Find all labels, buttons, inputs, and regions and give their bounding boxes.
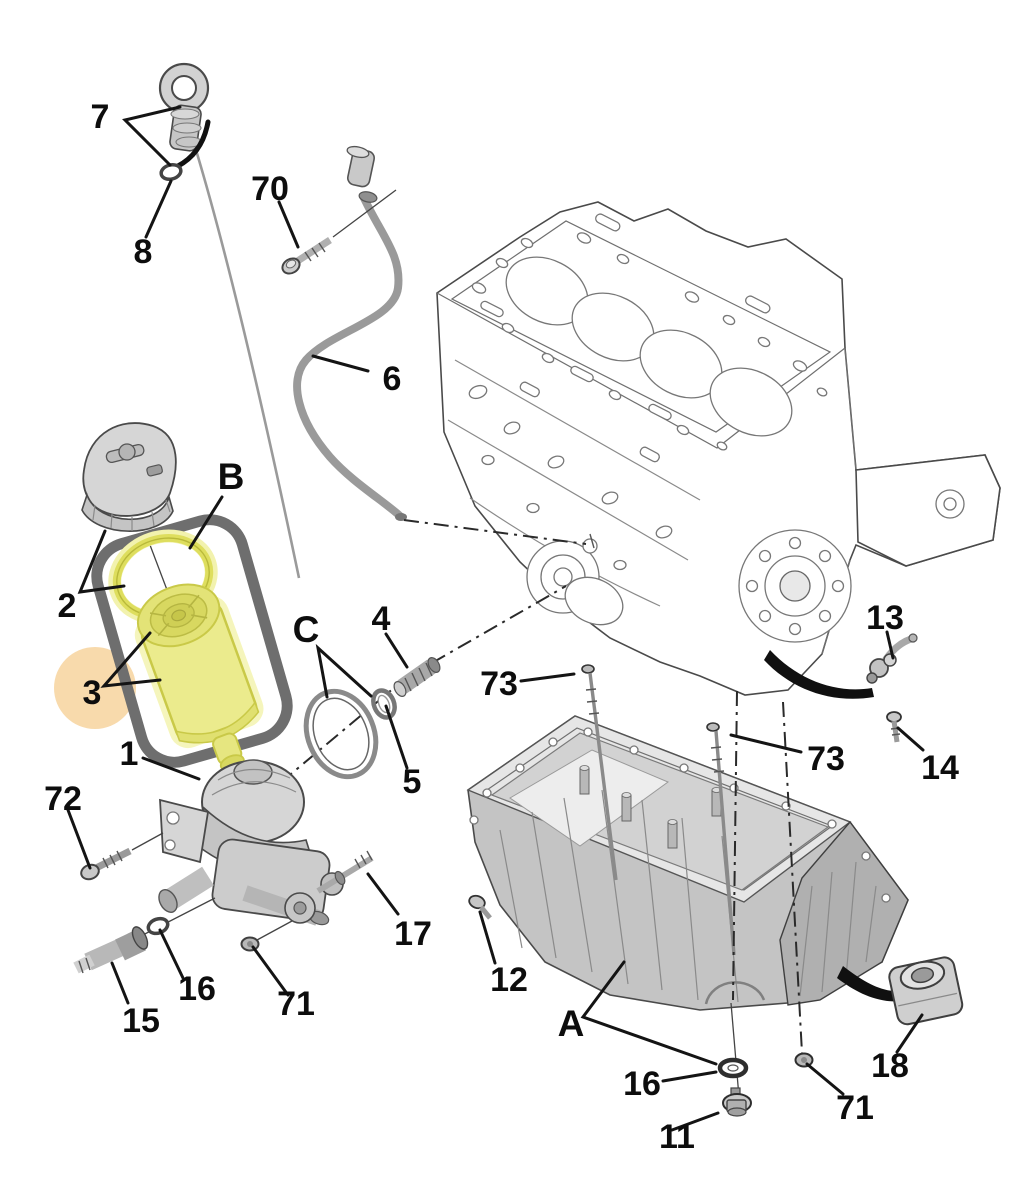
dipstick-guide-curve [175, 119, 211, 169]
callout-71-housing: 71 [277, 985, 315, 1023]
dipstick [158, 62, 301, 579]
jet-bolt-14 [886, 711, 902, 743]
callout-4: 4 [372, 600, 391, 638]
cylinder-bores [505, 256, 793, 437]
callout-11: 11 [659, 1118, 695, 1156]
stud-axis-line [782, 701, 803, 1054]
oil-valve-plug [393, 657, 441, 697]
callout-1: 1 [120, 735, 139, 773]
filter-kit [54, 422, 293, 772]
highlight-circle-3 [54, 647, 136, 729]
callout-73-right: 73 [807, 740, 845, 778]
oil-breather [888, 956, 964, 1026]
drain-washer [717, 1057, 749, 1079]
oil-jet [866, 633, 918, 684]
housing-stud-17 [316, 850, 374, 894]
oil-filter-housing [158, 759, 344, 926]
callout-16-sensor: 16 [178, 970, 216, 1008]
callout-2: 2 [58, 587, 77, 625]
large-seal-ring [303, 688, 379, 780]
seal-rings-and-valve [272, 585, 567, 790]
oil-pressure-sensor [73, 897, 216, 974]
callout-18: 18 [871, 1047, 909, 1085]
sump-bolt-73-left [581, 664, 618, 881]
engine-mount-arm [855, 454, 1001, 567]
filter-cap [81, 422, 177, 532]
pan-bolt-12 [468, 894, 492, 920]
callout-C: C [293, 609, 320, 650]
pointer-swoosh-13 [764, 650, 874, 699]
callout-A: A [558, 1003, 585, 1044]
pan-flange-holes [469, 727, 891, 903]
callout-13: 13 [866, 599, 904, 637]
drain-axis-line [732, 690, 738, 1001]
dipstick-guide-tube [293, 145, 407, 521]
sump-bolt-73-right [706, 722, 736, 956]
crank-flange [738, 347, 857, 655]
housing-nut-71 [240, 920, 293, 952]
pointer-swoosh-18 [837, 966, 906, 1002]
callout-labels: 7 8 70 6 2 B 3 1 C 4 5 73 73 13 14 72 17… [44, 98, 959, 1156]
tube-bolt-70 [281, 189, 397, 275]
housing-bolt-72 [80, 832, 164, 881]
callout-73-left: 73 [480, 665, 518, 703]
callout-7: 7 [91, 98, 110, 136]
callout-72: 72 [44, 780, 82, 818]
callout-8: 8 [134, 233, 153, 271]
block-side-details [447, 359, 701, 626]
callout-17: 17 [394, 915, 432, 953]
callout-B: B [218, 456, 245, 497]
callout-16-drain: 16 [623, 1065, 661, 1103]
callout-5: 5 [403, 763, 422, 801]
drain-plug [722, 1087, 752, 1117]
callout-3: 3 [83, 674, 102, 712]
leader-lines [66, 105, 925, 1132]
callout-71-sump: 71 [836, 1089, 874, 1127]
callout-12: 12 [490, 961, 528, 999]
callout-14: 14 [921, 749, 959, 787]
engine-block [436, 201, 1001, 696]
pan-stud-towers [579, 765, 722, 849]
callout-15: 15 [122, 1002, 160, 1040]
deck-holes [471, 213, 828, 451]
sensor-washer [146, 916, 170, 936]
callout-6: 6 [383, 360, 402, 398]
oil-pan [403, 519, 909, 1011]
callout-70: 70 [251, 170, 289, 208]
